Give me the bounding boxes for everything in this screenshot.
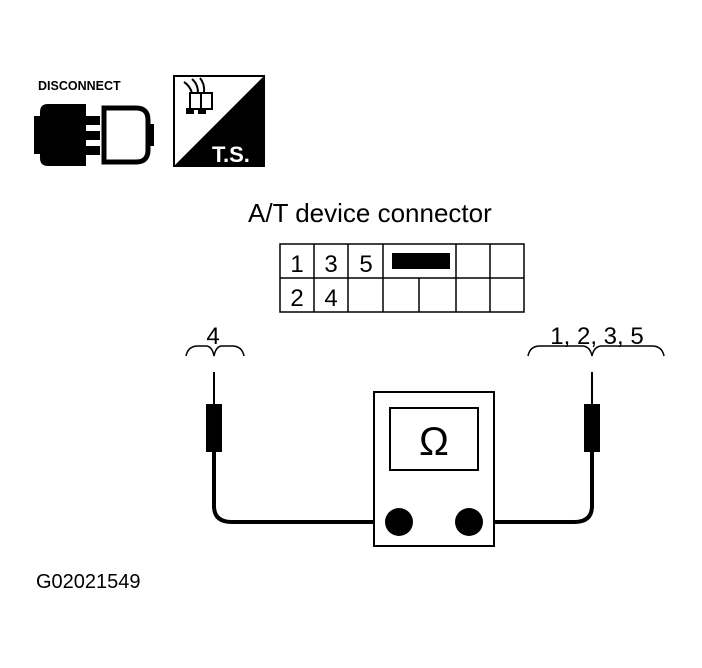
connector-face: [279, 243, 525, 313]
connector-latch: [392, 253, 450, 269]
disconnect-connector-icon: [34, 104, 154, 166]
ohm-symbol: Ω: [419, 420, 449, 464]
connector-title: A/T device connector: [248, 198, 492, 228]
right-brace: [527, 345, 665, 357]
left-probe-label: 4: [206, 323, 219, 350]
pin-1: 1: [290, 251, 303, 278]
disconnect-badge: DISCONNECT: [34, 79, 154, 166]
pin-2: 2: [290, 285, 303, 312]
left-probe: [206, 372, 388, 524]
test-harness-ts-icon: [173, 75, 265, 167]
ts-label: T.S.: [212, 142, 250, 167]
ohmmeter-icon: [373, 391, 495, 547]
disconnect-label: DISCONNECT: [38, 79, 121, 93]
pin-3: 3: [324, 251, 337, 278]
left-brace: [185, 345, 245, 357]
right-probe: [478, 372, 600, 524]
pin-5: 5: [359, 251, 372, 278]
figure-id: G02021549: [36, 571, 141, 593]
pin-4: 4: [324, 285, 337, 312]
ts-badge: T.S.: [173, 75, 265, 167]
